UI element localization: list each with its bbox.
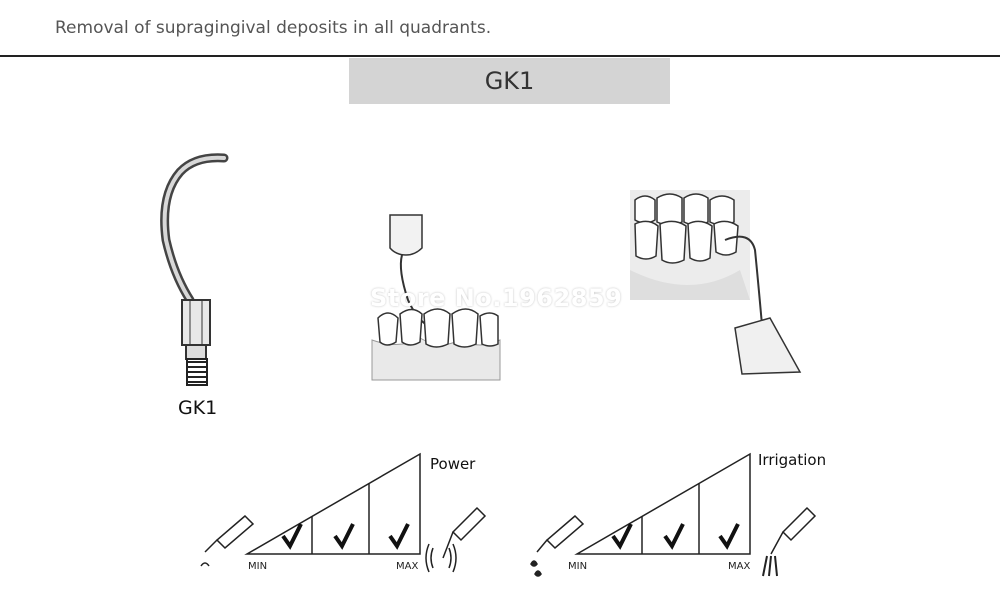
lower-teeth-illustration (371, 214, 501, 381)
power-check-3 (388, 523, 410, 550)
scaler-tip-illustration (160, 153, 229, 386)
irrigation-ramp (574, 452, 751, 555)
power-gauge (200, 452, 487, 573)
irrigation-max-label: MAX (728, 561, 751, 572)
power-gauge-title: Power (430, 455, 476, 473)
irrigation-check-1 (611, 523, 633, 550)
irrigation-check-2 (663, 523, 685, 550)
power-max-label: MAX (396, 561, 419, 572)
handpiece-spray-icon (762, 506, 817, 577)
upper-teeth-illustration (630, 190, 802, 375)
handpiece-min-icon (200, 514, 255, 567)
power-ramp (244, 452, 421, 555)
watermark-text: Store No.1962859 (370, 284, 623, 312)
power-min-label: MIN (248, 561, 268, 572)
divider (0, 55, 1000, 57)
power-check-1 (281, 523, 303, 550)
description-text: Removal of supragingival deposits in all… (55, 18, 492, 38)
irrigation-check-3 (718, 523, 740, 550)
tip-model-label: GK1 (178, 397, 218, 419)
handpiece-max-icon (425, 506, 487, 573)
power-check-2 (333, 523, 355, 550)
irrigation-min-label: MIN (568, 561, 588, 572)
title-text: GK1 (484, 67, 535, 95)
irrigation-gauge (530, 452, 817, 577)
handpiece-drip-icon (530, 514, 585, 577)
title-banner: GK1 (349, 58, 670, 104)
irrigation-gauge-title: Irrigation (758, 451, 827, 469)
